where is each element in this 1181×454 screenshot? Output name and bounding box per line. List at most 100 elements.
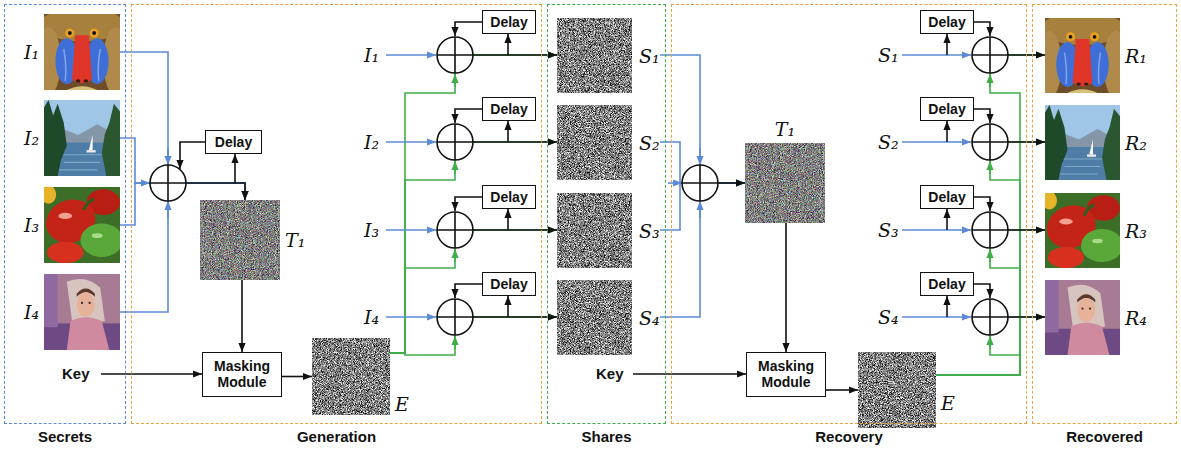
section-label: Secrets: [0, 428, 146, 446]
signal-label: I₁: [364, 45, 379, 66]
label-holder: I₂: [364, 132, 379, 153]
signal-label: I₄: [364, 307, 379, 328]
label-holder: Masking Module: [207, 358, 277, 391]
label-holder: S₁: [639, 45, 660, 66]
connector: [390, 55, 557, 353]
label-holder: T₁: [745, 119, 825, 140]
block-label: Delay: [928, 276, 965, 292]
label-holder: S₄: [878, 307, 899, 328]
image-label: T₁: [745, 119, 825, 140]
delay-box: Delay: [920, 185, 974, 209]
label-holder: S₃: [639, 220, 660, 241]
image-label: I₁: [24, 42, 39, 63]
block-label: Delay: [490, 189, 527, 205]
image-label: R₄: [1125, 307, 1147, 328]
section-panel: RecoveredR₁R₂R₃R₄: [1032, 4, 1177, 424]
section-border: [671, 4, 1027, 424]
block-label: Delay: [928, 14, 965, 30]
label-holder: I₄: [24, 302, 39, 323]
signal-label: I₃: [364, 220, 379, 241]
image-label: E: [941, 393, 955, 414]
image-panel: T₁: [745, 143, 825, 223]
image-panel: I₄: [44, 274, 120, 350]
label-holder: Masking Module: [751, 358, 821, 391]
label-holder: I₃: [24, 215, 39, 236]
label-holder: Generation: [111, 428, 562, 446]
delay-box: Delay: [920, 10, 974, 34]
label-holder: Delay: [490, 275, 527, 293]
section-panel: RecoveryT₁Masking ModuleEDelayDelayDelay…: [671, 4, 1027, 424]
label-holder: I₁: [364, 45, 379, 66]
connector: [660, 55, 745, 183]
label-holder: R₃: [1125, 220, 1147, 241]
block-label: Delay: [490, 101, 527, 117]
image-panel: I₃: [44, 187, 120, 263]
connector: [826, 389, 858, 391]
label-holder: Recovered: [1012, 428, 1181, 446]
block-label: Masking Module: [207, 358, 277, 390]
label-holder: Key: [62, 365, 90, 383]
section-label: Recovery: [651, 428, 1047, 446]
section-border: [131, 4, 542, 424]
delay-box: Delay: [482, 97, 536, 121]
section-border: [1032, 4, 1177, 424]
connector: [390, 317, 557, 355]
label-holder: E: [941, 393, 955, 414]
delay-box: Delay: [205, 130, 262, 154]
masking-module-box: Masking Module: [202, 352, 282, 397]
image-panel: I₂: [44, 100, 120, 176]
label-holder: Recovery: [651, 428, 1047, 446]
image-label: S₁: [639, 45, 660, 66]
key-label: Key: [596, 365, 624, 383]
block-label: Delay: [928, 101, 965, 117]
label-holder: I₁: [24, 42, 39, 63]
xor-merge-wiring: [101, 142, 245, 374]
signal-label: S₄: [878, 307, 899, 328]
signal-label: S₃: [878, 220, 899, 241]
label-holder: Shares: [527, 428, 686, 446]
image-panel: R₃: [1045, 193, 1120, 268]
image-panel: I₁: [44, 14, 120, 90]
section-label: Recovered: [1012, 428, 1181, 446]
label-holder: S₂: [878, 132, 899, 153]
label-holder: S₃: [878, 220, 899, 241]
image-panel: R₂: [1045, 105, 1120, 180]
label-holder: Delay: [215, 133, 252, 151]
label-holder: R₂: [1125, 132, 1147, 153]
block-label: Delay: [215, 134, 252, 150]
image-label: S₃: [639, 220, 660, 241]
connector: [282, 376, 312, 378]
delay-box: Delay: [482, 10, 536, 34]
connector: [390, 230, 557, 353]
label-holder: S₄: [639, 307, 660, 328]
image-label: I₂: [24, 128, 39, 149]
xor-recovery-merge-wiring: [633, 148, 746, 374]
connector: [390, 142, 557, 353]
block-label: Delay: [490, 14, 527, 30]
label-holder: Delay: [490, 13, 527, 31]
label-holder: I₃: [364, 220, 379, 241]
image-panel: R₁: [1045, 18, 1120, 93]
image-panel: S₃: [557, 193, 660, 268]
label-holder: I₄: [364, 307, 379, 328]
key-label: Key: [62, 365, 90, 383]
image-panel: S₁: [557, 18, 660, 93]
image-label: I₄: [24, 302, 39, 323]
image-panel: T₁: [200, 200, 280, 280]
connector: [785, 223, 787, 352]
signal-label: I₂: [364, 132, 379, 153]
image-label: R₂: [1125, 132, 1147, 153]
section-label: Generation: [111, 428, 562, 446]
label-holder: Secrets: [0, 428, 146, 446]
image-panel: E: [858, 352, 936, 428]
label-holder: R₄: [1125, 307, 1147, 328]
image-panel: R₄: [1045, 280, 1120, 355]
label-holder: Key: [596, 365, 624, 383]
label-holder: Delay: [928, 13, 965, 31]
image-label: S₄: [639, 307, 660, 328]
block-label: Masking Module: [751, 358, 821, 390]
label-holder: Delay: [490, 188, 527, 206]
label-holder: Delay: [490, 100, 527, 118]
